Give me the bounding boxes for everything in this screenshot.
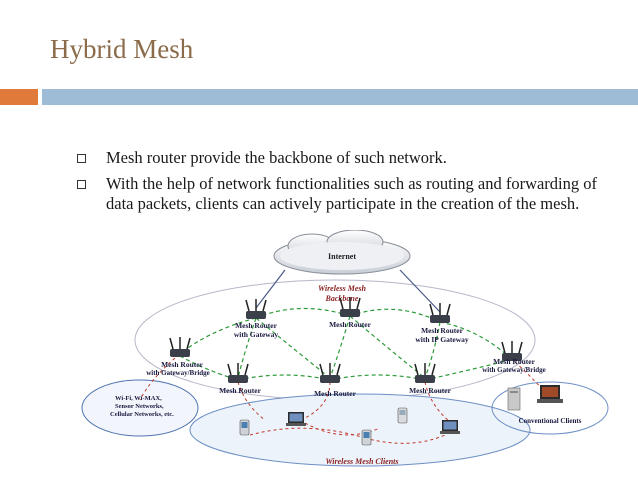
desktop-computer-icon bbox=[507, 387, 521, 411]
laptop-icon bbox=[537, 385, 563, 403]
backbone-label: Backbone bbox=[325, 294, 359, 303]
router-label: Mesh Router bbox=[493, 357, 536, 366]
router-label: Mesh Router bbox=[219, 386, 262, 395]
bullet-list: Mesh router provide the backbone of such… bbox=[76, 148, 616, 220]
client-link bbox=[237, 381, 266, 421]
bullet-text: Mesh router provide the backbone of such… bbox=[106, 148, 447, 167]
title-divider-bar bbox=[42, 89, 638, 105]
mesh-link bbox=[237, 317, 257, 379]
uplink-line bbox=[255, 269, 286, 309]
slide-title: Hybrid Mesh bbox=[50, 34, 194, 64]
router-label: Mesh Router bbox=[329, 320, 372, 329]
square-bullet-icon bbox=[77, 154, 86, 163]
mesh-link bbox=[179, 317, 257, 355]
router-label: Mesh Router bbox=[421, 326, 464, 335]
other-networks-ellipse bbox=[81, 379, 199, 437]
client-link bbox=[424, 381, 451, 423]
internet-cloud: Internet bbox=[273, 230, 411, 275]
router-label: Mesh Router bbox=[235, 321, 278, 330]
clients-label: Wireless Mesh Clients bbox=[325, 457, 398, 466]
router-icon bbox=[414, 362, 436, 384]
mesh-link bbox=[237, 374, 331, 381]
router-icon bbox=[169, 336, 191, 358]
internet-label: Internet bbox=[328, 252, 356, 261]
router-label: with Gateway/Bridge bbox=[146, 369, 210, 377]
mesh-link bbox=[424, 321, 441, 379]
router-label: with IP Gateway bbox=[415, 335, 469, 344]
networks-label: Wi-Fi, Wi-MAX, bbox=[115, 395, 162, 402]
square-bullet-icon bbox=[77, 180, 86, 189]
laptop-icon bbox=[440, 420, 460, 434]
router-label: with Gateway bbox=[234, 330, 279, 339]
client-link bbox=[139, 357, 176, 401]
conventional-clients-label: Conventional Clients bbox=[519, 417, 582, 425]
mesh-link bbox=[329, 315, 351, 379]
bullet-text: With the help of network functionalities… bbox=[106, 174, 598, 213]
conventional-ellipse bbox=[491, 381, 609, 435]
title-accent-bar bbox=[0, 89, 38, 105]
bullet-item: Mesh router provide the backbone of such… bbox=[76, 148, 616, 168]
router-label: Mesh Router bbox=[314, 389, 357, 398]
pda-icon bbox=[361, 429, 372, 446]
router-icon bbox=[319, 362, 341, 384]
clients-ellipse bbox=[189, 393, 531, 467]
router-icon bbox=[227, 362, 249, 384]
networks-label: Cellular Networks, etc. bbox=[110, 411, 174, 418]
router-icon bbox=[429, 302, 451, 324]
router-label: Mesh Router bbox=[409, 386, 452, 395]
mesh-link bbox=[329, 374, 426, 381]
client-link bbox=[299, 419, 381, 436]
router-label: with Gateway/Bridge bbox=[482, 366, 546, 374]
pda-icon bbox=[397, 407, 408, 424]
backbone-label: Wireless Mesh bbox=[318, 284, 366, 293]
uplink-line bbox=[399, 269, 441, 313]
mesh-link bbox=[255, 307, 351, 319]
pda-icon bbox=[239, 419, 250, 436]
client-link bbox=[514, 361, 551, 399]
router-icon bbox=[245, 298, 267, 320]
laptop-icon bbox=[286, 412, 306, 426]
networks-label: Sensor Networks, bbox=[115, 403, 164, 410]
bullet-item: With the help of network functionalities… bbox=[76, 174, 616, 214]
client-link bbox=[364, 434, 446, 444]
router-label: Mesh Router bbox=[161, 360, 204, 369]
hybrid-mesh-diagram: Internet Wireless Mesh Backbone Mesh Rou… bbox=[81, 230, 609, 467]
